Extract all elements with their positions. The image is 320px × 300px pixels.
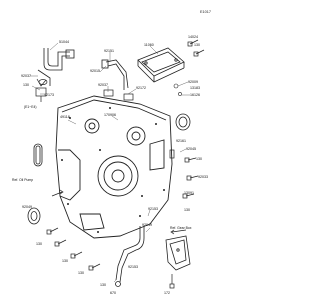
callout-92049-b: 92049 [142,223,152,227]
bracket [165,235,191,271]
callout-13183: 13183 [190,86,200,90]
bracket-bolt [169,274,175,289]
callout-130-f: 130 [62,259,68,263]
callout-130-c: 130 [196,157,202,161]
callout-130-g: 130 [78,271,84,275]
figure-code: E1017 [200,10,211,14]
callout-92172: 92172 [136,86,146,90]
oil-pipe [115,226,145,287]
lower-bolts [46,227,101,271]
ref-arrows [51,189,187,235]
callout-92049: 92049 [22,205,32,209]
callout-51044: 51044 [59,40,69,44]
breather-hose [37,48,75,86]
ref-gear-box-caption: Ref. Gear Box [170,226,192,230]
callout-172: 172 [164,291,170,295]
callout-92153-b: 92153 [128,265,138,269]
callout-92037-b: 92037 [98,83,108,87]
callout-92045: 92045 [186,147,196,151]
callout-130-b: 130 [194,43,200,47]
callout-92037: 92037 [21,74,31,78]
crankcase-body [55,95,173,239]
callout-170906: 170906 [104,113,116,117]
leader-lines [30,41,195,283]
callout-92033: 92033 [198,175,208,179]
callout-92173: 92173 [44,93,54,97]
oil-seal [175,113,191,131]
breather-fitting [35,87,47,102]
crankcase-bolt-holes [61,107,165,233]
callout-13091: 13091 [184,191,194,195]
ref-oil-pump-caption: Ref. Oil Pump [12,178,33,182]
callout-49118: 49118 [60,115,70,119]
callout-130-e: 130 [184,208,190,212]
callout-670: 670 [110,291,116,295]
right-bolts [182,157,199,199]
variant-caption: (E1~E4) [24,105,37,109]
o-ring [33,143,43,167]
callout-92015: 92015 [90,69,100,73]
callout-92009: 92009 [188,80,198,84]
breather-clip [103,89,134,101]
callout-130-d: 130 [36,242,42,246]
callout-16126: 16126 [190,93,200,97]
breather-tube [101,59,129,90]
callout-labels: 51044 92037 130 92173 (E1~E4) 92151 9201… [12,35,208,295]
callout-92161: 92161 [176,139,186,143]
callout-92151: 92151 [104,49,114,53]
crankcase-exploded-diagram: E1017 [12,10,211,295]
breather-cover [137,47,185,83]
callout-130: 130 [23,83,29,87]
hose-clamp [36,78,48,87]
callout-11060: 11060 [144,43,154,47]
left-oil-seal [27,207,41,225]
callout-14024: 14024 [188,35,198,39]
callout-130-h: 130 [100,283,106,287]
dowel-pin [169,149,175,159]
small-washers [173,83,182,96]
callout-92153: 92153 [148,207,158,211]
